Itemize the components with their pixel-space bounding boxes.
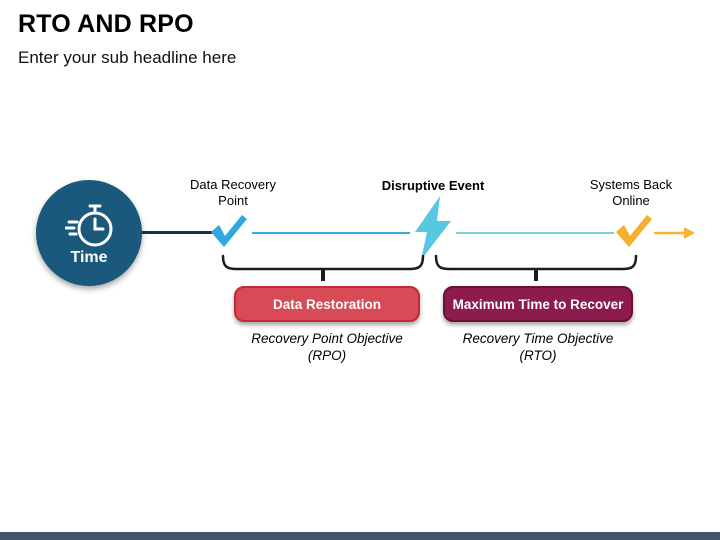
caption-rpo: Recovery Point Objective (RPO)	[232, 330, 422, 364]
lightning-icon	[415, 196, 451, 260]
event-label-disruptive-event: Disruptive Event	[368, 178, 498, 194]
maximum-time-to-recover-pill: Maximum Time to Recover	[443, 286, 633, 322]
span-bracket-rto	[434, 254, 638, 281]
page-title: RTO AND RPO	[18, 10, 194, 38]
caption-line: (RTO)	[519, 348, 557, 363]
event-label-line: Disruptive Event	[381, 178, 485, 193]
check-icon	[211, 215, 247, 247]
event-label-line: Online	[612, 193, 650, 208]
event-label-line: Point	[218, 193, 248, 208]
event-label-line: Data Recovery	[190, 177, 276, 192]
timeline-segment-start	[142, 231, 212, 234]
event-label-line: Systems Back	[589, 177, 673, 192]
arrow-right-icon	[654, 227, 695, 239]
time-badge-label: Time	[70, 248, 108, 266]
event-label-systems-back-online: Systems Back Online	[568, 177, 694, 209]
caption-line: Recovery Time Objective	[462, 331, 614, 346]
timeline-segment-rto	[456, 232, 614, 234]
footer-bar	[0, 532, 720, 540]
stopwatch-icon	[65, 204, 113, 246]
pill-label: Maximum Time to Recover	[452, 296, 624, 312]
check-icon	[616, 215, 652, 247]
data-restoration-pill: Data Restoration	[234, 286, 420, 322]
time-badge: Time	[36, 180, 142, 286]
page-subtitle: Enter your sub headline here	[18, 48, 237, 67]
pill-label: Data Restoration	[272, 296, 382, 312]
event-label-data-recovery-point: Data Recovery Point	[170, 177, 296, 209]
timeline-segment-rpo	[252, 232, 410, 234]
caption-rto: Recovery Time Objective (RTO)	[440, 330, 636, 364]
span-bracket-rpo	[221, 254, 425, 281]
caption-line: Recovery Point Objective	[251, 331, 403, 346]
caption-line: (RPO)	[307, 348, 347, 363]
